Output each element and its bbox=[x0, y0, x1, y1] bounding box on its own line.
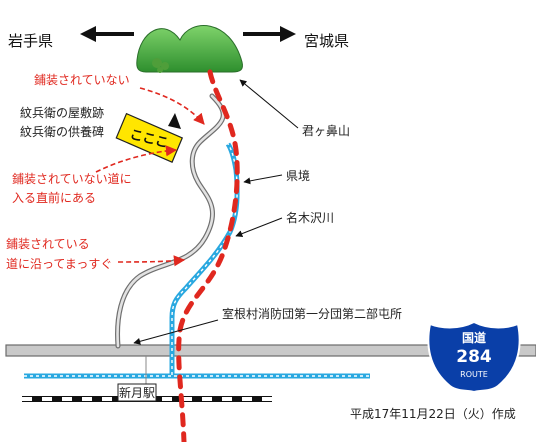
border-label: 県境 bbox=[286, 168, 310, 183]
trail-path bbox=[115, 93, 226, 349]
border-pointer bbox=[243, 174, 283, 185]
direction-iwate: 岩手県 bbox=[8, 32, 53, 50]
fire-station-pointer bbox=[133, 319, 219, 345]
arrowhead-right-icon bbox=[280, 26, 296, 42]
note-paved-2: 道に沿ってまっすぐ bbox=[6, 257, 112, 271]
ruin-2-label: 紋兵衛の供養碑 bbox=[20, 124, 104, 139]
river-pointer bbox=[235, 217, 283, 237]
river-label: 名木沢川 bbox=[286, 210, 334, 225]
station-box bbox=[117, 383, 157, 402]
prefecture-border bbox=[176, 69, 240, 445]
shield-number: 284 bbox=[456, 347, 492, 367]
route-284-shield: 国道 284 ROUTE bbox=[427, 320, 521, 394]
sign-pointer-icon bbox=[168, 113, 181, 129]
ruin-1-label: 紋兵衛の屋敷跡 bbox=[20, 105, 104, 120]
route-284-road bbox=[5, 344, 536, 357]
note-before-unpaved-2: 入る直前にある bbox=[12, 190, 96, 205]
shield-bottom: ROUTE bbox=[460, 370, 488, 379]
mountain-label: 君ヶ鼻山 bbox=[302, 123, 350, 138]
arrowhead-left-icon bbox=[80, 26, 96, 42]
mountain-icon bbox=[136, 25, 243, 73]
before-unpaved-pointer bbox=[95, 145, 178, 173]
shield-top: 国道 bbox=[462, 330, 486, 345]
direction-miyagi: 宮城県 bbox=[304, 32, 349, 50]
note-unpaved: 鋪装されていない bbox=[34, 72, 130, 87]
unpaved-pointer bbox=[139, 87, 205, 125]
river-nagizawa bbox=[169, 142, 240, 375]
station-label: 新月駅 bbox=[119, 385, 155, 400]
created-date: 平成17年11月22日（火）作成 bbox=[350, 407, 516, 421]
fire-station-label: 室根村消防団第一分団第二部屯所 bbox=[222, 306, 402, 321]
note-paved-1: 鋪装されている bbox=[6, 236, 90, 251]
note-before-unpaved-1: 鋪装されていない道に bbox=[12, 171, 132, 186]
mountain-pointer bbox=[239, 79, 299, 129]
paved-pointer bbox=[117, 255, 186, 267]
